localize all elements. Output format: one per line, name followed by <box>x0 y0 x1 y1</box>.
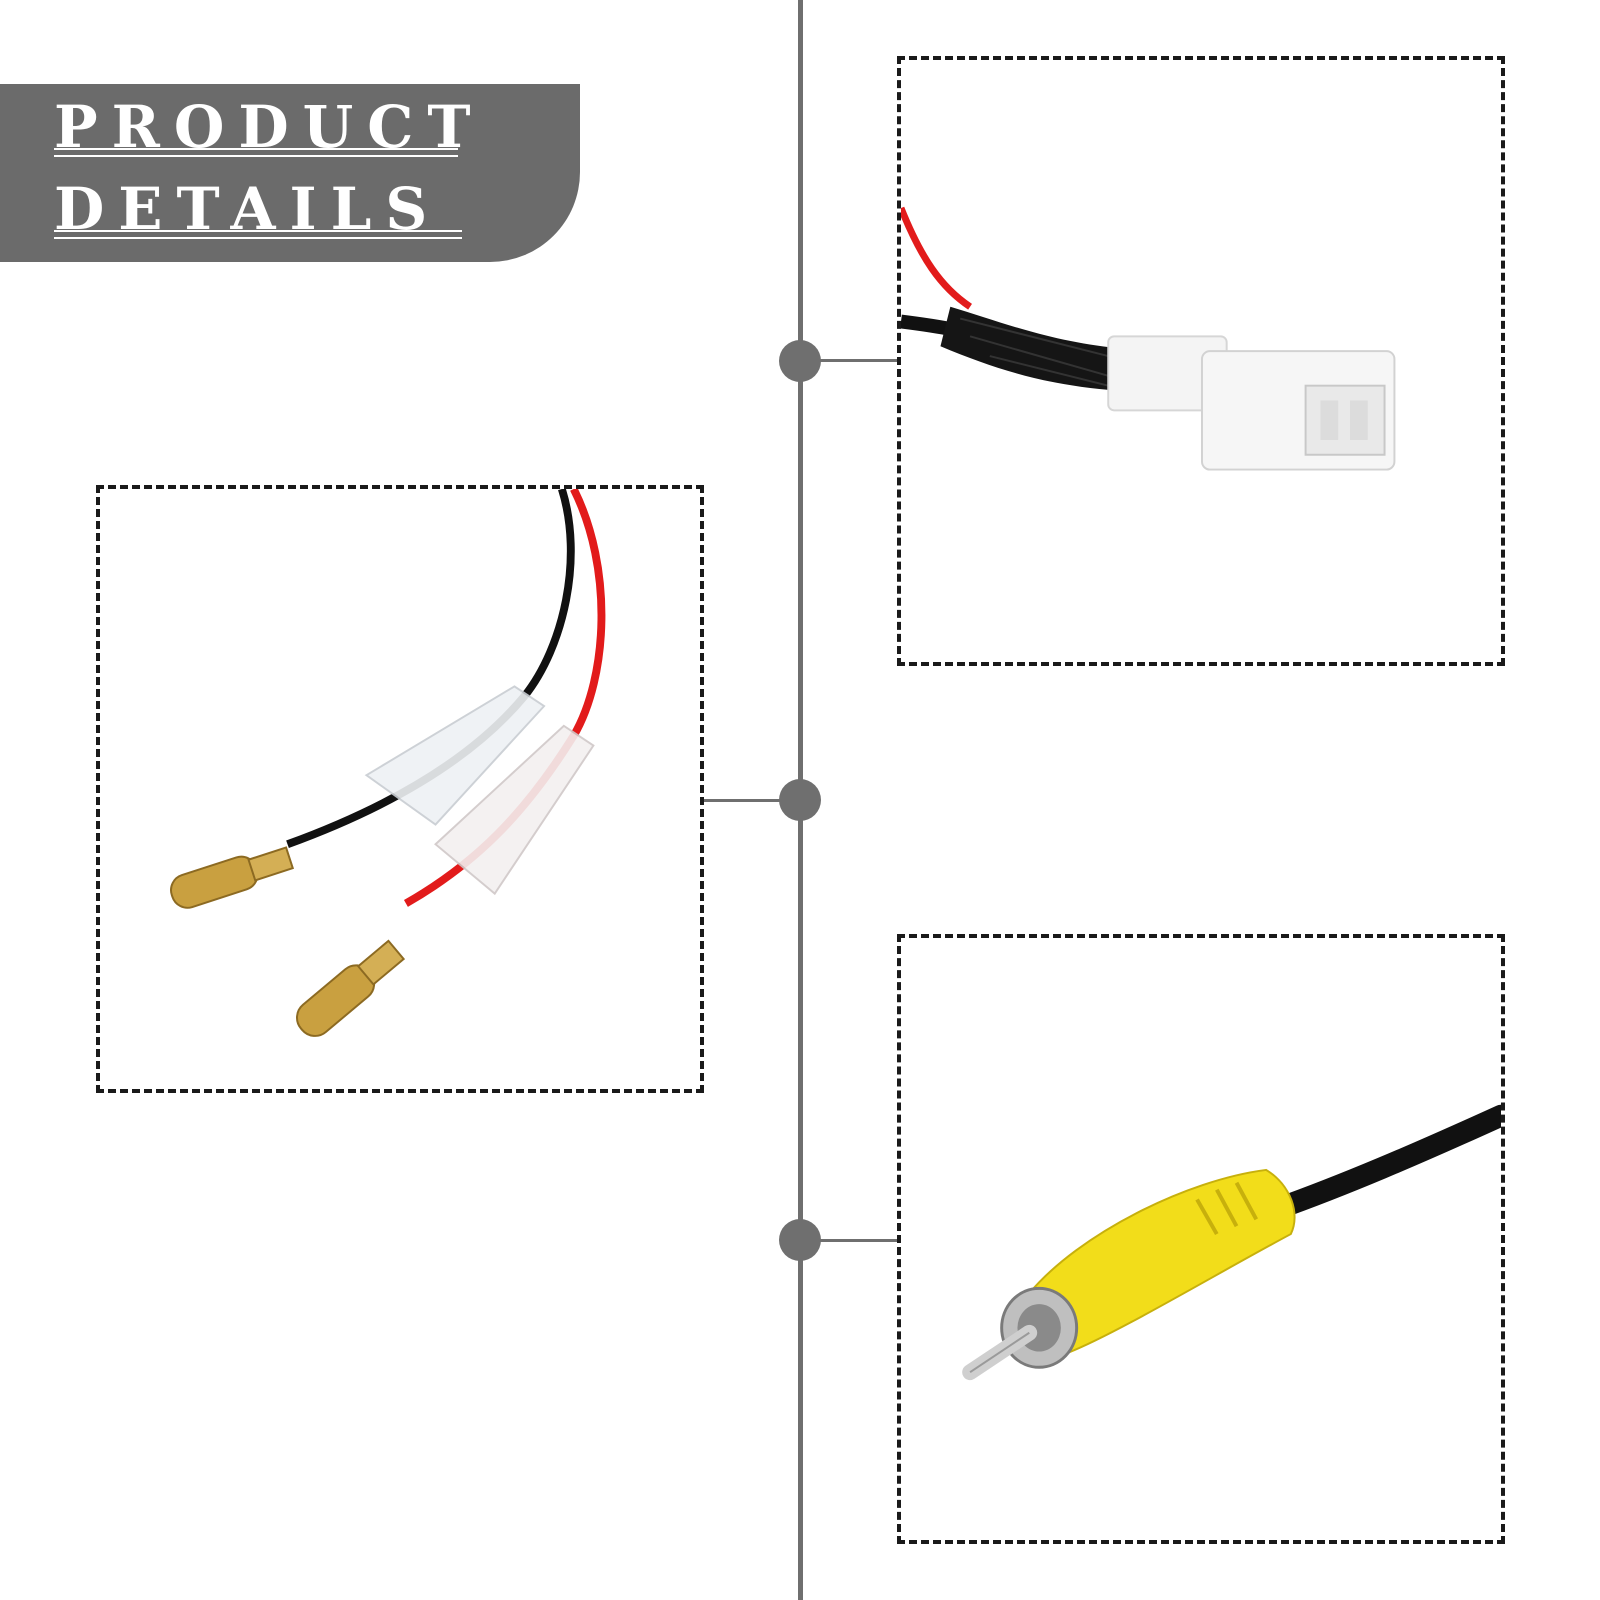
header-underline <box>54 230 462 232</box>
detail-panel-terminals <box>96 485 704 1093</box>
header-line-details: DETAILS <box>54 175 442 243</box>
bullet-terminals-illustration <box>170 489 606 1037</box>
rca-plug-illustration <box>962 1104 1501 1381</box>
timeline-connector-3 <box>800 1239 900 1242</box>
timeline-connector-1 <box>800 359 900 362</box>
detail-panel-connector <box>897 56 1505 666</box>
header-line-product: PRODUCT <box>54 93 485 161</box>
header-underline <box>54 155 458 157</box>
header-underline <box>54 237 462 239</box>
white-connector-illustration <box>901 206 1396 471</box>
timeline-connector-2 <box>702 799 800 802</box>
product-details-banner: PRODUCT DETAILS <box>0 84 580 262</box>
header-underline <box>54 148 458 150</box>
detail-panel-rca-plug <box>897 934 1505 1544</box>
